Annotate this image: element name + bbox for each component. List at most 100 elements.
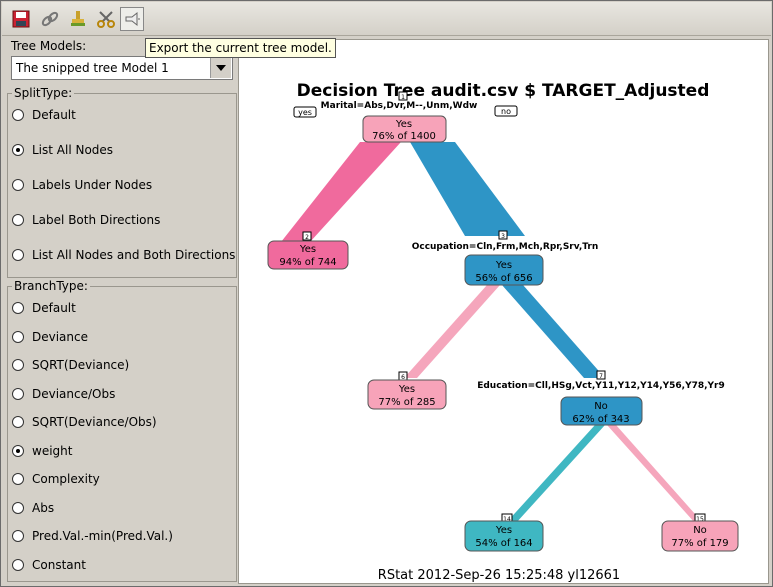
branch-type-radio-pred-val-min-pred-val[interactable]: Pred.Val.-min(Pred.Val.) xyxy=(12,527,173,545)
node-6-id: 6 xyxy=(401,374,405,381)
tree-models-label: Tree Models: xyxy=(11,39,87,53)
node-6-stat: 77% of 285 xyxy=(378,397,435,408)
branch-7-14 xyxy=(506,425,605,523)
snip-button[interactable] xyxy=(94,7,118,31)
branch-7-15 xyxy=(607,425,703,523)
no-tag xyxy=(494,105,518,117)
branch-type-radio-constant[interactable]: Constant xyxy=(12,556,86,574)
stamp-button[interactable] xyxy=(66,7,90,31)
node-14 xyxy=(464,520,544,552)
export-button[interactable] xyxy=(120,7,144,31)
radio-indicator[interactable] xyxy=(12,473,24,485)
plot-footer: RStat 2012-Sep-26 15:25:48 yl12661 xyxy=(378,568,620,583)
node-1-stat: 76% of 1400 xyxy=(372,131,436,142)
radio-indicator[interactable] xyxy=(12,331,24,343)
radio-label: SQRT(Deviance/Obs) xyxy=(32,415,157,429)
node-2-id: 2 xyxy=(305,234,309,241)
radio-indicator[interactable] xyxy=(12,144,24,156)
split-type-radio-default[interactable]: Default xyxy=(12,106,76,124)
node-3-split: Occupation=Cln,Frm,Mch,Rpr,Srv,Trn xyxy=(412,242,599,252)
export-tooltip: Export the current tree model. xyxy=(145,38,336,58)
branch-3-6 xyxy=(404,285,500,378)
link-button[interactable] xyxy=(38,7,62,31)
left-panel: Tree Models: The snipped tree Model 1 Sp… xyxy=(7,39,237,584)
no-tag-text: no xyxy=(501,107,511,116)
save-icon xyxy=(12,10,30,28)
node-1-class: Yes xyxy=(395,119,412,130)
radio-label: Abs xyxy=(32,501,55,515)
tree-svg: Decision Tree audit.csv $ TARGET_Adjuste… xyxy=(267,81,739,583)
tree-model-value: The snipped tree Model 1 xyxy=(16,61,169,75)
node-1-split: Marital=Abs,Dvr,M--,Unm,Wdw xyxy=(321,101,478,111)
radio-label: List All Nodes xyxy=(32,143,114,157)
branch-type-radio-deviance[interactable]: Deviance xyxy=(12,328,88,346)
radio-indicator[interactable] xyxy=(12,388,24,400)
node-6-class: Yes xyxy=(398,384,415,395)
branch-type-title: BranchType: xyxy=(12,279,90,293)
radio-label: Complexity xyxy=(32,472,100,486)
node-6 xyxy=(367,379,447,410)
node-3-class: Yes xyxy=(495,260,512,271)
split-type-radio-list-all-nodes[interactable]: List All Nodes xyxy=(12,141,113,159)
split-type-radio-labels-under-nodes[interactable]: Labels Under Nodes xyxy=(12,176,152,194)
branch-1-2 xyxy=(281,142,401,242)
node-7-stat: 62% of 343 xyxy=(572,414,629,425)
radio-label: Default xyxy=(32,108,76,122)
save-button[interactable] xyxy=(9,7,33,31)
node-14-class: Yes xyxy=(495,525,512,536)
radio-label: Labels Under Nodes xyxy=(32,178,153,192)
node-15-id: 15 xyxy=(696,516,704,523)
branch-type-radio-abs[interactable]: Abs xyxy=(12,499,54,517)
export-icon xyxy=(125,11,140,27)
radio-label: Default xyxy=(32,301,76,315)
radio-indicator[interactable] xyxy=(12,359,24,371)
radio-indicator[interactable] xyxy=(12,249,24,261)
radio-indicator[interactable] xyxy=(12,179,24,191)
plot-title: Decision Tree audit.csv $ TARGET_Adjuste… xyxy=(297,81,710,101)
radio-label: Label Both Directions xyxy=(32,213,161,227)
node-7-id-box xyxy=(596,370,606,380)
node-14-stat: 54% of 164 xyxy=(475,538,532,549)
node-2-stat: 94% of 744 xyxy=(279,257,336,268)
radio-indicator[interactable] xyxy=(12,502,24,514)
branch-1-3 xyxy=(410,142,525,236)
scissors-icon xyxy=(97,11,115,28)
radio-indicator[interactable] xyxy=(12,214,24,226)
split-type-radio-list-all-nodes-and-both-directions[interactable]: List All Nodes and Both Directions xyxy=(12,246,235,264)
branch-type-radio-sqrt-deviance[interactable]: SQRT(Deviance) xyxy=(12,356,129,374)
split-type-radio-label-both-directions[interactable]: Label Both Directions xyxy=(12,211,160,229)
radio-indicator[interactable] xyxy=(12,559,24,571)
chevron-down-icon[interactable] xyxy=(210,58,231,78)
node-15 xyxy=(661,520,739,552)
radio-label: weight xyxy=(32,444,73,458)
node-3-stat: 56% of 656 xyxy=(475,273,532,284)
branch-type-radio-sqrt-deviance-obs[interactable]: SQRT(Deviance/Obs) xyxy=(12,413,157,431)
branch-type-radio-complexity[interactable]: Complexity xyxy=(12,470,100,488)
stamp-icon xyxy=(71,11,85,26)
radio-indicator[interactable] xyxy=(12,416,24,428)
node-7 xyxy=(560,396,643,426)
radio-indicator[interactable] xyxy=(12,530,24,542)
node-15-stat: 77% of 179 xyxy=(671,538,728,549)
node-15-class: No xyxy=(693,525,707,536)
split-type-title: SplitType: xyxy=(12,86,75,100)
branch-type-radio-weight[interactable]: weight xyxy=(12,442,72,460)
node-1 xyxy=(362,115,447,143)
branch-type-radio-deviance-obs[interactable]: Deviance/Obs xyxy=(12,385,115,403)
node-3 xyxy=(464,254,544,286)
node-2-id-box xyxy=(302,231,312,241)
radio-label: List All Nodes and Both Directions xyxy=(32,248,236,262)
tree-model-select[interactable]: The snipped tree Model 1 xyxy=(11,56,233,80)
radio-label: Deviance xyxy=(32,330,88,344)
node-2 xyxy=(267,240,349,270)
radio-indicator[interactable] xyxy=(12,302,24,314)
radio-indicator[interactable] xyxy=(12,445,24,457)
node-7-id: 7 xyxy=(599,373,603,380)
tree-plot: Decision Tree audit.csv $ TARGET_Adjuste… xyxy=(238,39,769,584)
radio-indicator[interactable] xyxy=(12,109,24,121)
yes-tag-text: yes xyxy=(298,108,312,117)
branch-type-radio-default[interactable]: Default xyxy=(12,299,76,317)
